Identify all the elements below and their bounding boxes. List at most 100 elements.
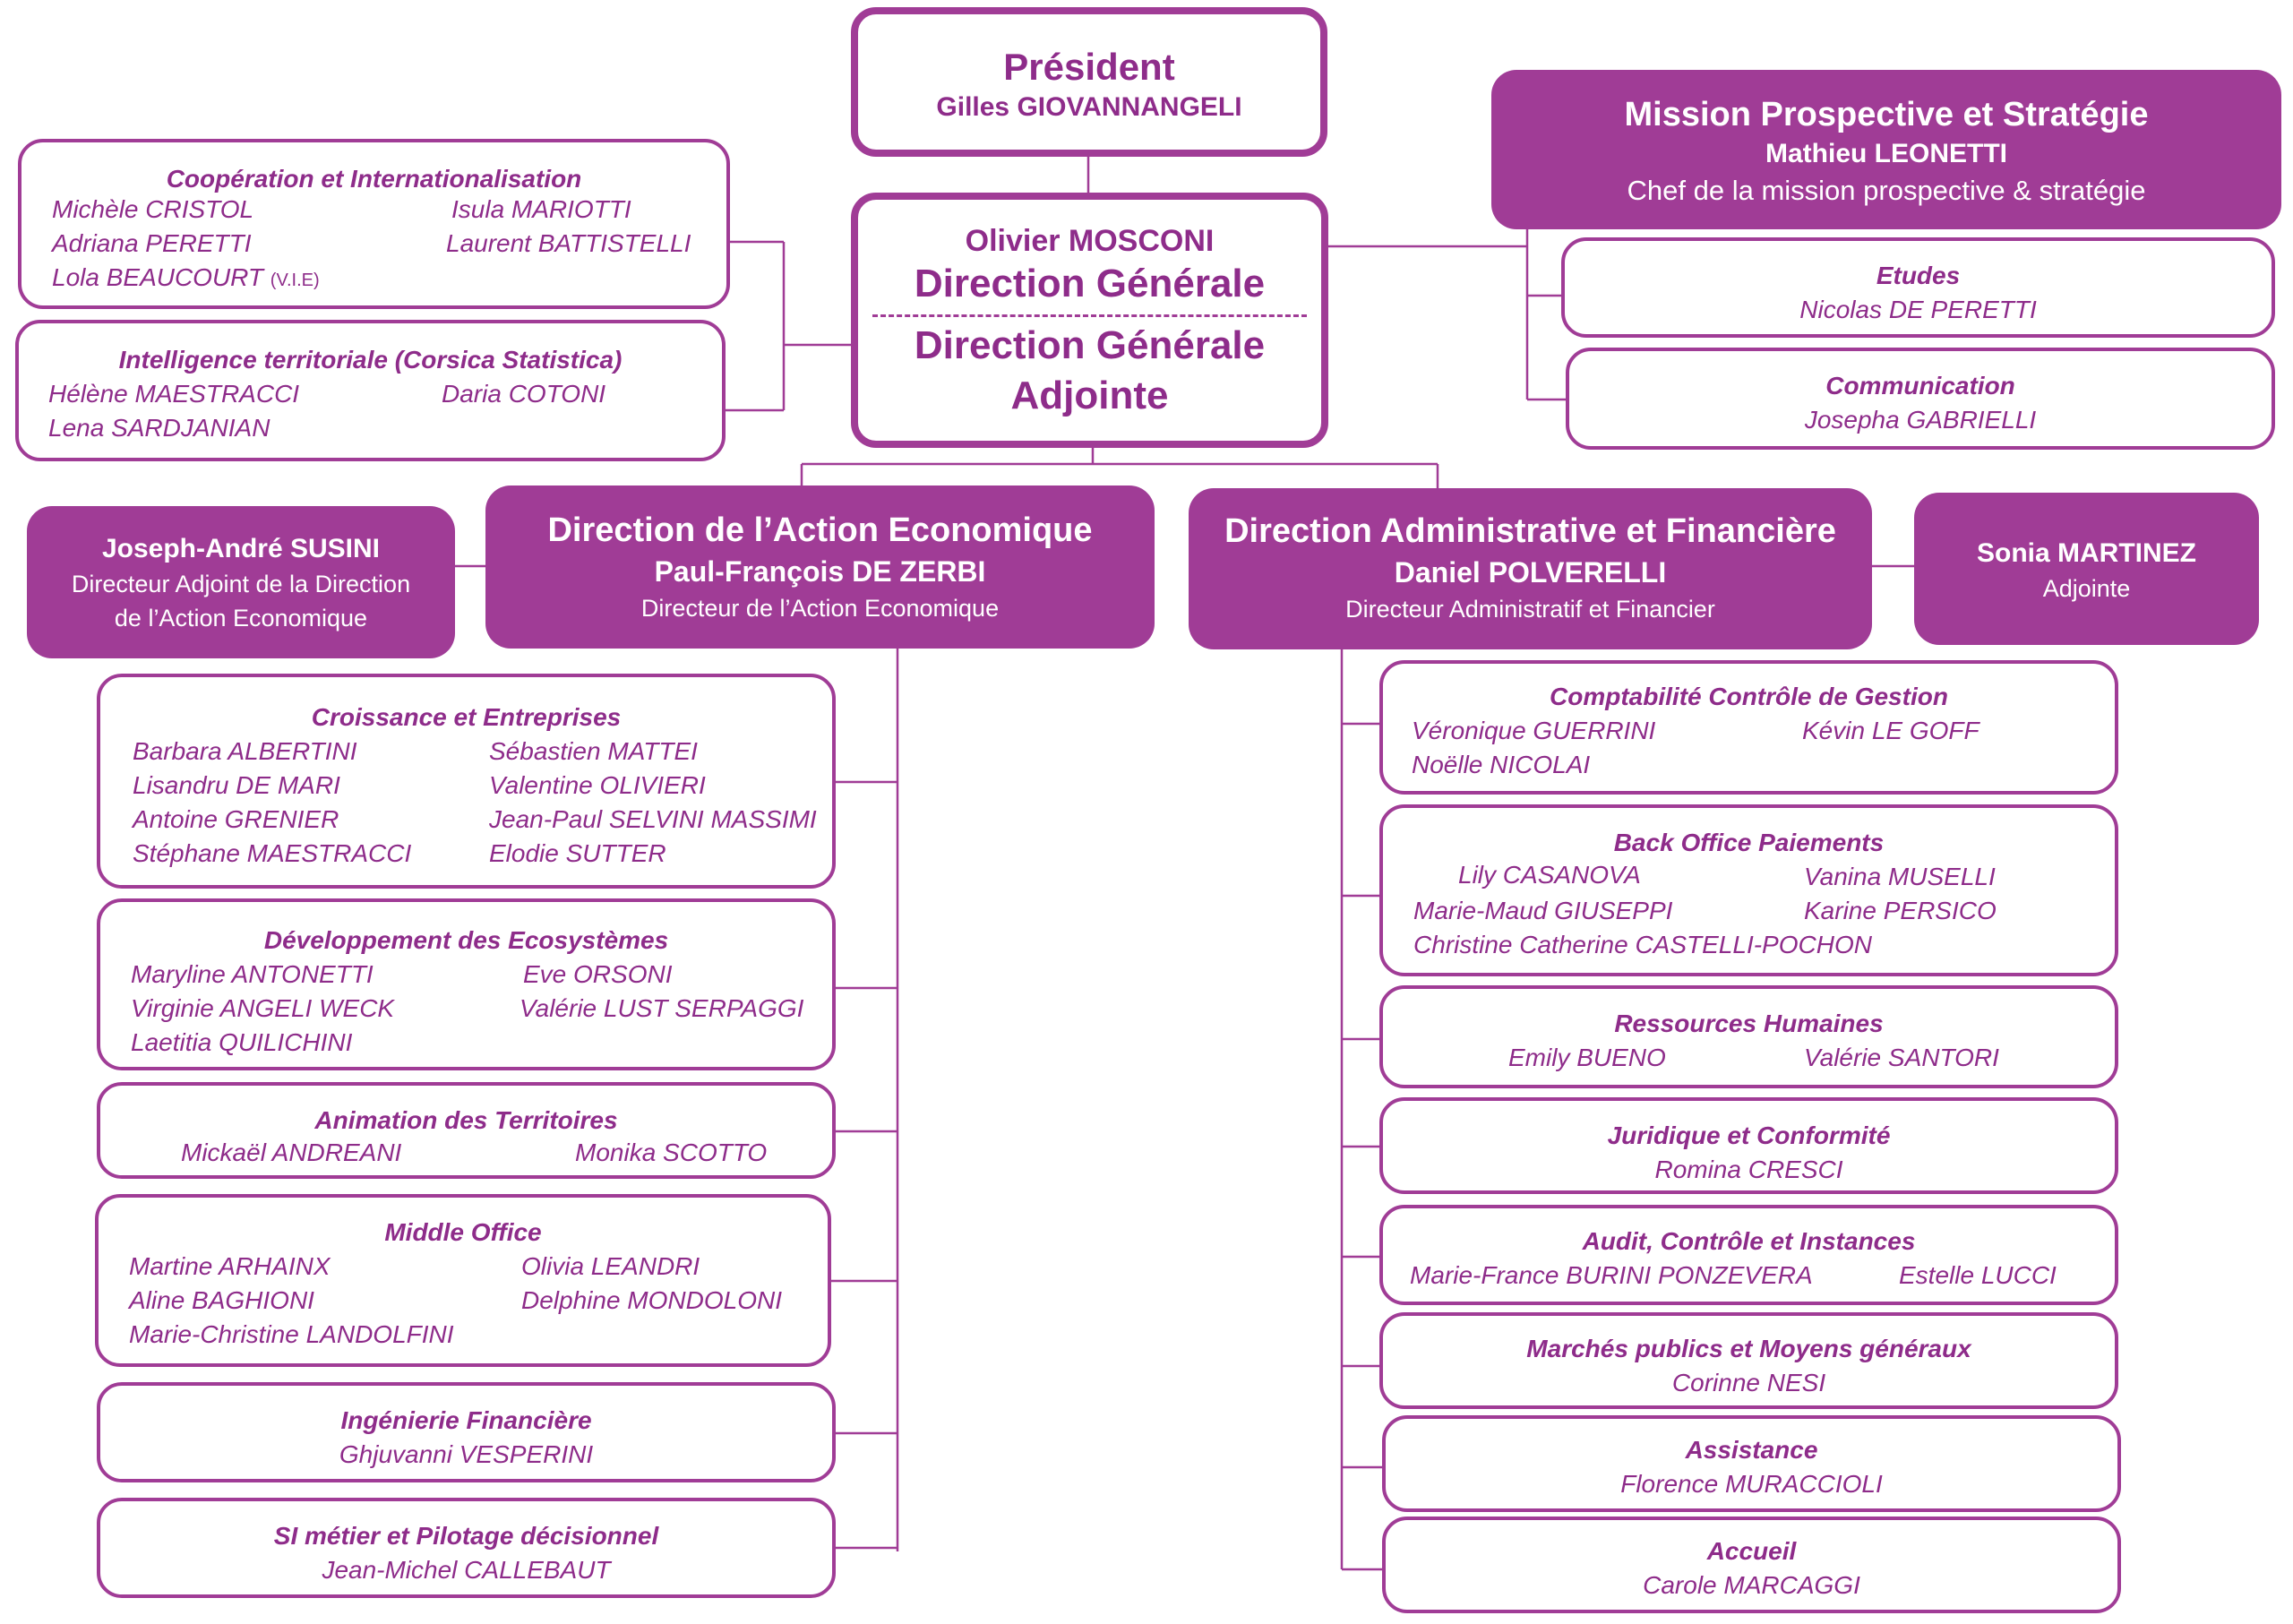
member: Marie-France BURINI PONZEVERA <box>1410 1261 1813 1289</box>
team-assistance: Assistance Florence MURACCIOLI <box>1382 1415 2121 1512</box>
daf-adjoint-box: Sonia MARTINEZ Adjointe <box>1914 493 2259 645</box>
member: Florence MURACCIOLI <box>1620 1470 1883 1498</box>
dae-title: Direction de l’Action Economique <box>547 511 1093 549</box>
team-title: SI métier et Pilotage décisionnel <box>273 1522 659 1550</box>
president-box: Président Gilles GIOVANNANGELI <box>851 7 1327 157</box>
member: Lola BEAUCOURT (V.I.E) <box>52 261 320 297</box>
dg-divider <box>872 314 1307 317</box>
team-title: Back Office Paiements <box>1613 829 1885 856</box>
member: Estelle LUCCI <box>1899 1261 2057 1289</box>
member: Nicolas DE PERETTI <box>1799 296 2037 323</box>
team-developpement-ecosystemes: Développement des Ecosystèmes Maryline A… <box>97 898 836 1070</box>
team-title: Coopération et Internationalisation <box>166 165 582 193</box>
team-back-office: Back Office Paiements Lily CASANOVA Vani… <box>1379 804 2118 976</box>
daf-role: Directeur Administratif et Financier <box>1345 596 1715 623</box>
dae-role: Directeur de l’Action Economique <box>640 595 1000 622</box>
member-name: Lola BEAUCOURT <box>52 263 264 291</box>
dg-name: Olivier MOSCONI <box>965 224 1215 258</box>
member: Monika SCOTTO <box>575 1139 768 1166</box>
member: Delphine MONDOLONI <box>521 1286 782 1314</box>
team-title: Juridique et Conformité <box>1607 1121 1891 1149</box>
dae-adjoint-role1: Directeur Adjoint de la Direction <box>71 571 411 597</box>
president-name: Gilles GIOVANNANGELI <box>936 92 1242 122</box>
mission-name: Mathieu LEONETTI <box>1765 139 2007 168</box>
member: Jean-Michel CALLEBAUT <box>322 1556 611 1584</box>
dg-title: Direction Générale <box>914 262 1266 305</box>
member: Martine ARHAINX <box>129 1252 331 1280</box>
member: Ghjuvanni VESPERINI <box>339 1440 594 1468</box>
member: Michèle CRISTOL <box>52 195 254 223</box>
team-title: Ressources Humaines <box>1614 1010 1884 1037</box>
team-ressources-humaines: Ressources Humaines Emily BUENO Valérie … <box>1379 985 2118 1088</box>
team-title: Intelligence territoriale (Corsica Stati… <box>118 346 623 374</box>
dae-adjoint-box: Joseph-André SUSINI Directeur Adjoint de… <box>27 506 455 658</box>
member: Virginie ANGELI WECK <box>131 994 395 1022</box>
member: Noëlle NICOLAI <box>1412 751 1591 778</box>
member: Karine PERSICO <box>1804 897 1997 924</box>
member: Laetitia QUILICHINI <box>131 1028 353 1056</box>
member: Stéphane MAESTRACCI <box>133 839 412 867</box>
team-title: Croissance et Entreprises <box>311 703 622 731</box>
dga-title: Direction Générale <box>914 323 1266 367</box>
member: Adriana PERETTI <box>52 229 252 257</box>
member: Valentine OLIVIERI <box>489 771 706 799</box>
team-marches-publics: Marchés publics et Moyens généraux Corin… <box>1379 1312 2118 1409</box>
dga-title-suffix: Adjointe <box>1010 374 1169 417</box>
team-title: Audit, Contrôle et Instances <box>1582 1227 1916 1255</box>
team-si-metier: SI métier et Pilotage décisionnel Jean-M… <box>97 1498 836 1598</box>
member: Laurent BATTISTELLI <box>446 229 691 257</box>
mission-title: Mission Prospective et Stratégie <box>1624 96 2149 133</box>
member: Daria COTONI <box>442 380 606 408</box>
team-title: Animation des Territoires <box>314 1106 618 1134</box>
mission-box: Mission Prospective et Stratégie Mathieu… <box>1491 70 2281 229</box>
member: Elodie SUTTER <box>489 839 666 867</box>
member: Marie-Maud GIUSEPPI <box>1413 897 1673 924</box>
daf-adjoint-role: Adjointe <box>2042 575 2131 602</box>
team-title: Middle Office <box>384 1218 542 1246</box>
team-audit: Audit, Contrôle et Instances Marie-Franc… <box>1379 1205 2118 1305</box>
dae-adjoint-role2: de l’Action Economique <box>114 605 368 632</box>
dae-adjoint-name: Joseph-André SUSINI <box>101 534 381 563</box>
team-title: Communication <box>1825 372 2015 400</box>
team-title: Assistance <box>1685 1436 1818 1464</box>
team-juridique: Juridique et Conformité Romina CRESCI <box>1379 1097 2118 1194</box>
member: Jean-Paul SELVINI MASSIMI <box>489 805 817 833</box>
team-communication: Communication Josepha GABRIELLI <box>1566 348 2275 450</box>
member: Olivia LEANDRI <box>521 1252 700 1280</box>
dae-name: Paul-François DE ZERBI <box>654 555 986 588</box>
team-title: Etudes <box>1876 262 1961 289</box>
member: Marie-Christine LANDOLFINI <box>129 1320 454 1348</box>
team-title: Accueil <box>1706 1537 1797 1565</box>
member: Christine Catherine CASTELLI-POCHON <box>1413 931 1872 958</box>
team-animation-territoires: Animation des Territoires Mickaël ANDREA… <box>97 1082 836 1179</box>
member: Vanina MUSELLI <box>1804 863 1996 890</box>
team-title: Ingénierie Financière <box>340 1406 592 1434</box>
member: Corinne NESI <box>1671 1369 1826 1396</box>
member: Carole MARCAGGI <box>1643 1571 1860 1599</box>
dae-box: Direction de l’Action Economique Paul-Fr… <box>485 485 1155 649</box>
member: Valérie LUST SERPAGGI <box>520 994 804 1022</box>
president-title: Président <box>1003 46 1175 88</box>
member: Valérie SANTORI <box>1804 1044 1999 1071</box>
daf-title: Direction Administrative et Financière <box>1224 512 1836 550</box>
member: Mickaël ANDREANI <box>181 1139 402 1166</box>
member: Lisandru DE MARI <box>133 771 340 799</box>
daf-adjoint-name: Sonia MARTINEZ <box>1977 538 2196 568</box>
member: Véronique GUERRINI <box>1412 717 1656 744</box>
team-title: Développement des Ecosystèmes <box>263 926 669 954</box>
member: Isula MARIOTTI <box>451 195 631 223</box>
member: Josepha GABRIELLI <box>1804 406 2037 434</box>
member: Kévin LE GOFF <box>1802 717 1980 744</box>
member: Maryline ANTONETTI <box>131 960 374 988</box>
member: Lily CASANOVA <box>1458 861 1641 889</box>
team-accueil: Accueil Carole MARCAGGI <box>1382 1517 2121 1613</box>
member: Romina CRESCI <box>1654 1156 1843 1183</box>
daf-box: Direction Administrative et Financière D… <box>1189 488 1872 649</box>
member: Barbara ALBERTINI <box>133 737 357 765</box>
team-intelligence-territoriale: Intelligence territoriale (Corsica Stati… <box>15 320 726 461</box>
team-croissance-entreprises: Croissance et Entreprises Barbara ALBERT… <box>97 674 836 889</box>
team-comptabilite: Comptabilité Contrôle de Gestion Véroniq… <box>1379 660 2118 795</box>
team-middle-office: Middle Office Martine ARHAINX Olivia LEA… <box>95 1194 831 1367</box>
member: Hélène MAESTRACCI <box>48 380 300 408</box>
